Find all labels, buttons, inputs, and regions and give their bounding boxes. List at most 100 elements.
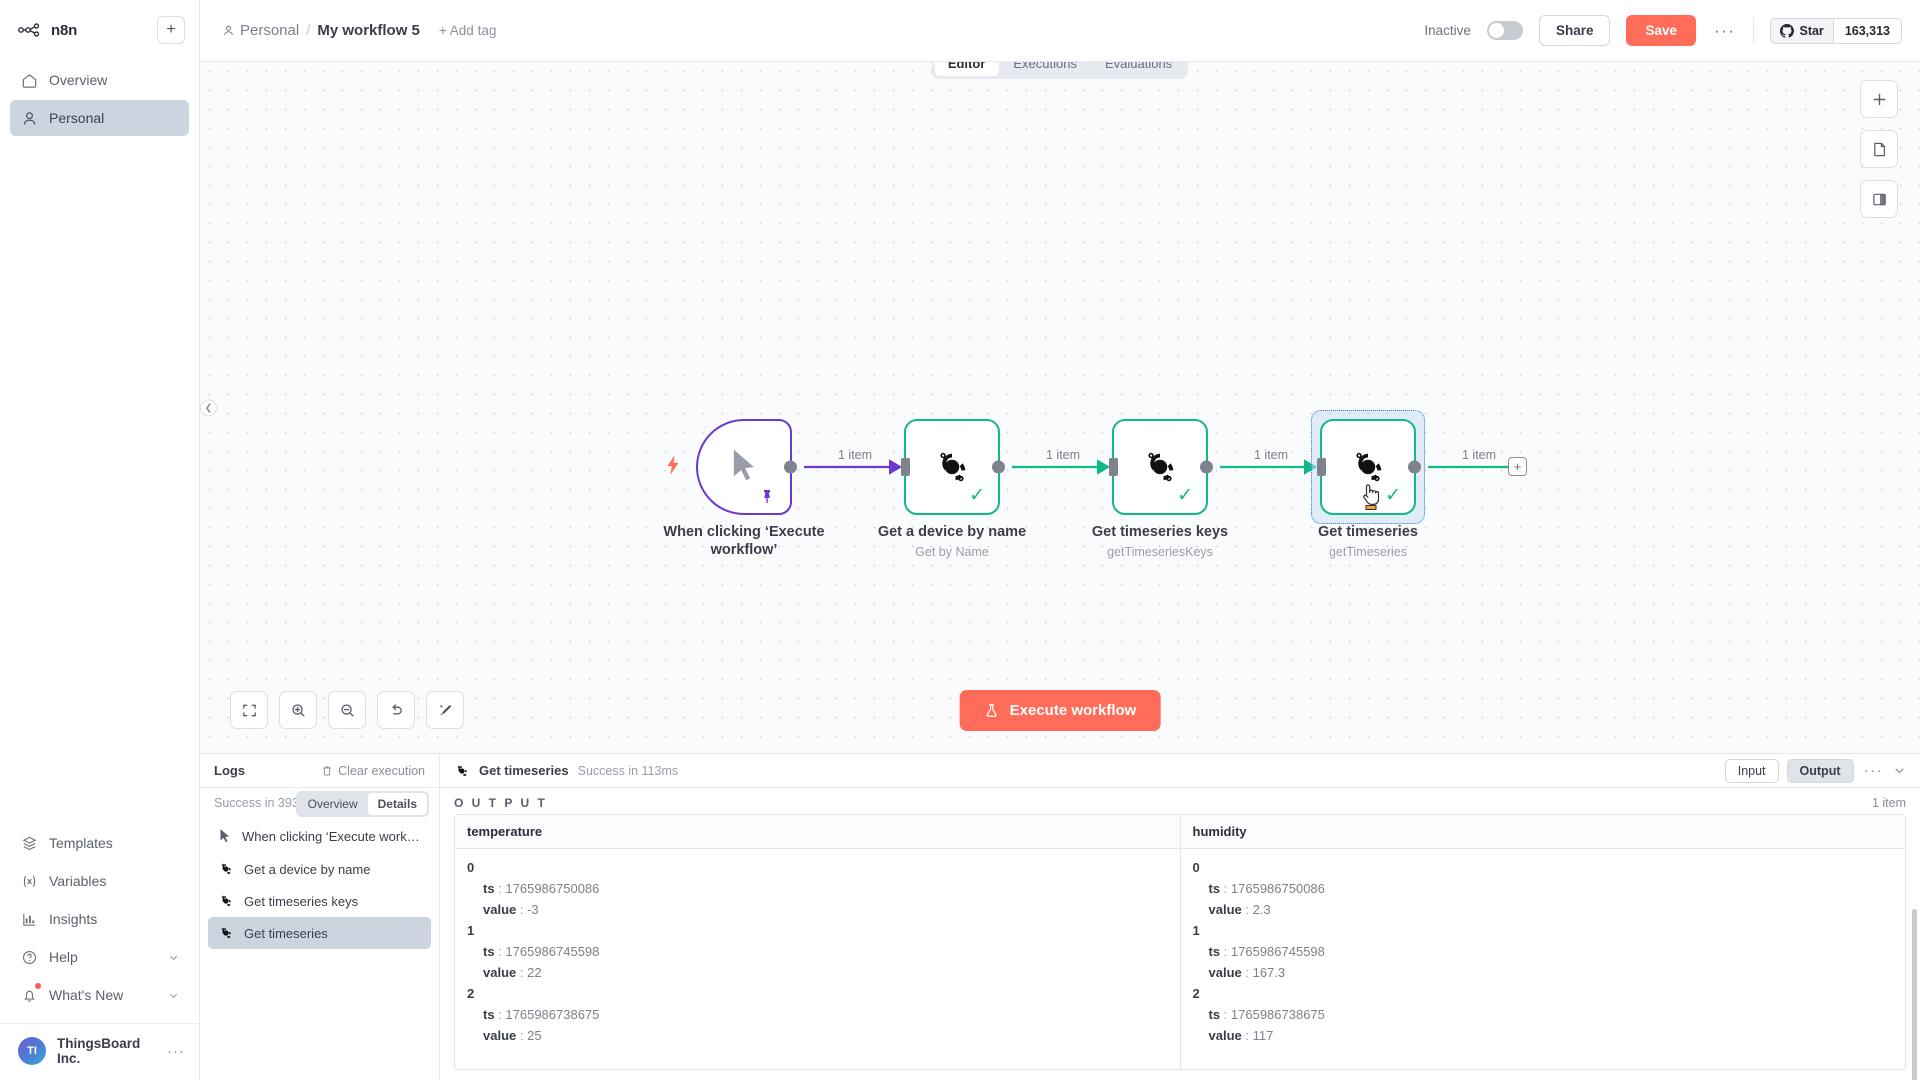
variables-icon	[20, 872, 38, 890]
add-node-after-button[interactable]: +	[1508, 457, 1527, 476]
sidebar: n8n + Overview Personal	[0, 0, 200, 1080]
field-value: 1765986745598	[1230, 944, 1325, 959]
page-title[interactable]: My workflow 5	[317, 22, 420, 39]
input-port[interactable]	[1109, 458, 1118, 476]
sidebar-item-templates[interactable]: Templates	[10, 825, 189, 861]
github-star-widget[interactable]: Star 163,313	[1770, 17, 1902, 44]
zoom-in-button[interactable]	[279, 691, 317, 729]
node-get-timeseries-keys[interactable]: ✓ Get timeseries keys getTimeseriesKeys	[1092, 419, 1228, 559]
node-box[interactable]: ✓	[1109, 419, 1213, 515]
list-item[interactable]: Get timeseries keys	[208, 885, 431, 917]
breadcrumb-project-label: Personal	[240, 22, 300, 39]
github-star-button[interactable]: Star	[1771, 18, 1833, 43]
input-port[interactable]	[901, 458, 910, 476]
logs-summary-row: Success in 393ms Overview Details	[200, 788, 439, 818]
execute-workflow-container: Execute workflow	[959, 690, 1161, 731]
field-value: 1765986738675	[505, 1007, 600, 1022]
logs-view-details[interactable]: Details	[367, 793, 427, 815]
field-key: value	[483, 902, 517, 917]
output-port[interactable]	[784, 460, 797, 474]
node-subtitle: Get by Name	[915, 545, 989, 559]
node-box[interactable]	[696, 419, 797, 515]
collapse-panel-icon[interactable]	[1893, 764, 1906, 777]
column-body: 0 ts : 1765986750086 value : 2.3 1 ts : …	[1181, 849, 1906, 1054]
zoom-to-fit-button[interactable]	[230, 691, 268, 729]
plus-icon: +	[166, 21, 176, 38]
sidebar-item-insights[interactable]: Insights	[10, 901, 189, 937]
add-sticky-note-button[interactable]	[1860, 130, 1898, 168]
logs-header: Logs Clear execution	[200, 754, 439, 788]
add-node-button[interactable]	[1860, 80, 1898, 118]
top-bar: Personal / My workflow 5 + Add tag Inact…	[200, 0, 1920, 62]
add-tag-button[interactable]: + Add tag	[438, 23, 497, 38]
user-account[interactable]: TI ThingsBoard Inc. ···	[0, 1023, 199, 1080]
canvas-right-controls	[1860, 80, 1898, 218]
success-check-icon: ✓	[969, 485, 985, 506]
clear-execution-button[interactable]: Clear execution	[321, 764, 425, 778]
flask-icon	[984, 702, 1000, 719]
execute-workflow-button[interactable]: Execute workflow	[959, 690, 1161, 731]
input-tab-button[interactable]: Input	[1724, 758, 1779, 783]
list-item-label: Get timeseries keys	[244, 893, 359, 909]
thingsboard-icon	[218, 893, 234, 909]
field-row: ts : 1765986745598	[1208, 944, 1325, 959]
trigger-bolt-icon	[666, 455, 680, 475]
connections-layer	[804, 459, 1508, 475]
field-value: -3	[527, 902, 539, 917]
main-area: Personal / My workflow 5 + Add tag Inact…	[200, 0, 1920, 1080]
node-title: Get a device by name	[877, 524, 1027, 540]
logs-view-overview[interactable]: Overview	[307, 797, 358, 811]
toggle-panel-button[interactable]	[1860, 180, 1898, 218]
thingsboard-icon	[218, 925, 234, 941]
output-port[interactable]	[992, 460, 1005, 474]
output-section-row: O U T P U T 1 item	[440, 788, 1920, 814]
field-key: ts	[483, 944, 495, 959]
sidebar-item-overview[interactable]: Overview	[10, 62, 189, 98]
edge-label-items: 1 item	[1458, 448, 1501, 462]
input-port[interactable]	[1317, 458, 1326, 476]
sidebar-item-whats-new[interactable]: What's New	[10, 977, 189, 1013]
field-value: 22	[527, 965, 542, 980]
share-button[interactable]: Share	[1538, 15, 1611, 46]
workflow-canvas[interactable]: ❮	[200, 62, 1920, 753]
workflow-menu-button[interactable]: ···	[1714, 20, 1736, 40]
node-when-clicking-execute-workflow[interactable]: When clicking ‘Execute workflow’	[663, 419, 825, 558]
save-button[interactable]: Save	[1626, 15, 1696, 46]
divider	[1753, 17, 1755, 44]
sidebar-collapse-handle[interactable]: ❮	[200, 399, 217, 416]
list-item[interactable]: Get timeseries	[208, 917, 431, 949]
insights-icon	[20, 910, 38, 928]
output-tab-button[interactable]: Output	[1786, 758, 1854, 783]
field-row: value : 22	[483, 965, 542, 980]
table-column-humidity: humidity 0 ts : 1765986750086 value : 2.…	[1179, 815, 1906, 1069]
output-more-menu-button[interactable]: ···	[1863, 762, 1883, 779]
output-node-name: Get timeseries	[479, 763, 569, 778]
tidy-up-button[interactable]	[426, 691, 464, 729]
github-star-label: Star	[1799, 23, 1824, 38]
column-header: humidity	[1180, 815, 1905, 849]
zoom-out-button[interactable]	[328, 691, 366, 729]
field-key: value	[1208, 902, 1242, 917]
group-index: 0	[467, 860, 475, 875]
workflow-active-toggle[interactable]	[1486, 21, 1523, 40]
output-header: Get timeseries Success in 113ms Input Ou…	[440, 754, 1920, 788]
list-item[interactable]: When clicking ‘Execute work…	[208, 820, 431, 853]
n8n-logo[interactable]: n8n	[18, 22, 149, 39]
group-index: 2	[467, 986, 475, 1001]
output-port[interactable]	[1200, 460, 1213, 474]
edge-label-items: 1 item	[1250, 448, 1293, 462]
field-value: 167.3	[1252, 965, 1286, 980]
create-new-button[interactable]: +	[157, 16, 185, 44]
node-get-a-device-by-name[interactable]: ✓ Get a device by name Get by Name	[878, 419, 1026, 559]
sidebar-item-help[interactable]: Help	[10, 939, 189, 975]
list-item[interactable]: Get a device by name	[208, 853, 431, 885]
sidebar-item-personal[interactable]: Personal	[10, 100, 189, 136]
output-port[interactable]	[1408, 460, 1421, 474]
breadcrumb-project[interactable]: Personal	[222, 22, 299, 39]
node-box[interactable]: ✓	[901, 419, 1005, 515]
output-scrollbar[interactable]	[1912, 909, 1917, 1080]
account-menu-button[interactable]: ···	[167, 1042, 185, 1060]
reset-zoom-button[interactable]	[377, 691, 415, 729]
sidebar-item-variables[interactable]: Variables	[10, 863, 189, 899]
